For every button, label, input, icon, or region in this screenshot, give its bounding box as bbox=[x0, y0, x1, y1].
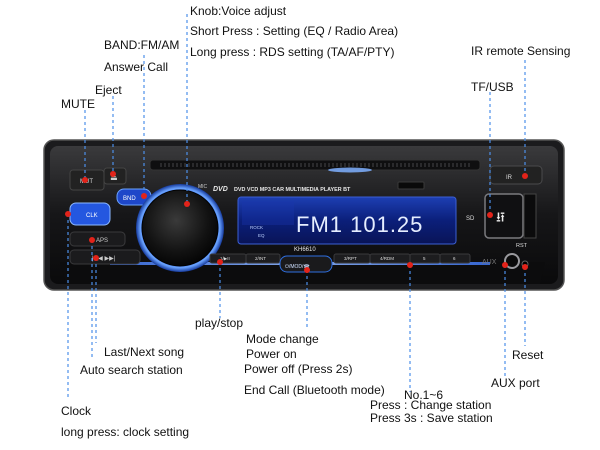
svg-text:3/RPT: 3/RPT bbox=[344, 256, 357, 261]
callout-auto-search: Auto search station bbox=[80, 363, 183, 377]
callout-dots bbox=[65, 171, 528, 273]
eject-icon: ⏏ bbox=[110, 173, 118, 182]
preset-button-2[interactable] bbox=[245, 253, 281, 264]
svg-text:EQ: EQ bbox=[258, 233, 265, 238]
card-slot bbox=[397, 181, 425, 190]
callout-tf-usb: TF/USB bbox=[471, 80, 514, 94]
callout-play-stop: play/stop bbox=[195, 316, 244, 330]
callout-no1-6: No.1~6 bbox=[404, 388, 444, 402]
aux-jack[interactable] bbox=[504, 253, 520, 269]
svg-text:1/▶II: 1/▶II bbox=[220, 256, 230, 261]
preset-button-row: 1/▶II 2/INT ⏻/MOD/☎ 3/RPT 4/RDM 5 6 bbox=[209, 253, 471, 273]
callout-reset: Reset bbox=[512, 348, 544, 362]
svg-text:SD: SD bbox=[466, 216, 475, 222]
callout-press-change: Press : Change station bbox=[370, 398, 492, 412]
callout-knob-short: Short Press : Setting (EQ / Radio Area) bbox=[190, 24, 399, 38]
prev-next-buttons[interactable] bbox=[69, 249, 141, 265]
callout-clock-long: long press: clock setting bbox=[61, 425, 190, 439]
svg-text:BND: BND bbox=[123, 196, 136, 202]
callout-lines bbox=[67, 14, 526, 400]
callout-band: BAND:FM/AM bbox=[104, 38, 180, 52]
svg-text:4/RDM: 4/RDM bbox=[380, 256, 394, 261]
svg-text:AUX: AUX bbox=[482, 259, 497, 266]
aps-button[interactable] bbox=[69, 231, 126, 247]
callout-aux-port: AUX port bbox=[491, 376, 540, 390]
callout-power-off: Power off (Press 2s) bbox=[244, 362, 353, 376]
dvd-logo: DVD bbox=[213, 186, 228, 193]
callout-press-save: Press 3s : Save station bbox=[370, 411, 493, 425]
callout-knob-long: Long press : RDS setting (TA/AF/PTY) bbox=[190, 45, 395, 59]
callout-knob-title: Knob:Voice adjust bbox=[190, 4, 287, 18]
svg-text:6: 6 bbox=[453, 256, 456, 261]
callout-clock: Clock bbox=[61, 404, 92, 418]
model-label: KH6610 bbox=[294, 247, 316, 253]
svg-text:5: 5 bbox=[423, 256, 426, 261]
usb-icon: ⭿ bbox=[496, 209, 505, 225]
svg-text:ROCK: ROCK bbox=[250, 225, 263, 230]
usb-port[interactable] bbox=[484, 193, 524, 239]
volume-knob[interactable] bbox=[141, 189, 219, 267]
svg-text:⏻/MOD/☎: ⏻/MOD/☎ bbox=[285, 264, 310, 270]
svg-text:CLK: CLK bbox=[86, 213, 98, 219]
ir-window bbox=[489, 165, 543, 185]
callout-mode-change: Mode change bbox=[246, 332, 319, 346]
display-text: FM1 101.25 bbox=[296, 212, 423, 237]
lcd-display bbox=[237, 196, 457, 245]
prev-next-icon: |◀◀ ▶▶| bbox=[92, 256, 116, 262]
callout-eject: Eject bbox=[95, 83, 122, 97]
preset-button-6[interactable] bbox=[439, 253, 471, 264]
svg-text:MIC: MIC bbox=[198, 184, 208, 190]
callout-last-next: Last/Next song bbox=[104, 345, 185, 359]
header-text: DVD VCD MP3 CAR MULTIMEDIA PLAYER BT bbox=[234, 187, 351, 193]
callout-answer-call: Answer Call bbox=[104, 60, 169, 74]
callout-end-call: End Call (Bluetooth mode) bbox=[244, 383, 385, 397]
callout-mute: MUTE bbox=[61, 97, 95, 111]
svg-text:2/INT: 2/INT bbox=[255, 256, 266, 261]
svg-text:RST: RST bbox=[516, 243, 528, 249]
callout-power-on: Power on bbox=[246, 347, 297, 361]
callout-ir-remote: IR remote Sensing bbox=[471, 44, 571, 58]
disc-slot[interactable] bbox=[149, 159, 481, 171]
svg-text:IR: IR bbox=[506, 175, 513, 181]
svg-text:APS: APS bbox=[96, 238, 108, 244]
